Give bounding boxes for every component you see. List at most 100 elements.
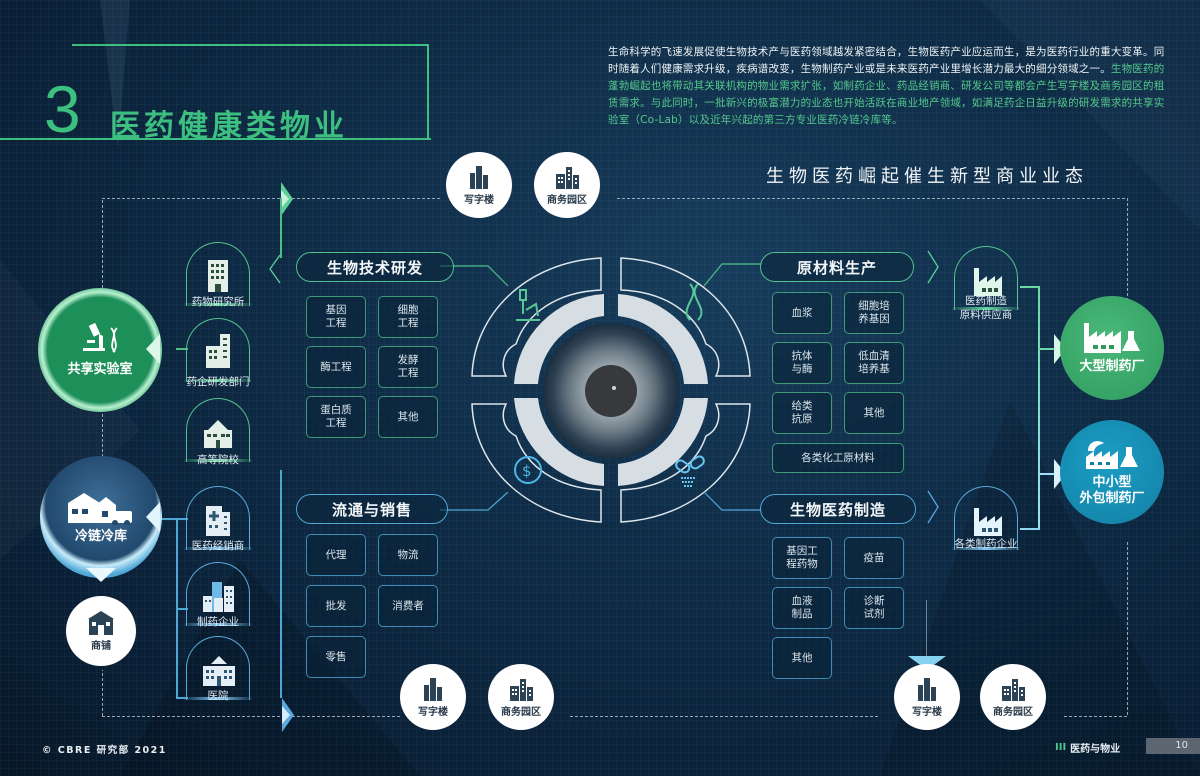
shared-lab-label: 共享实验室 <box>67 362 133 377</box>
dollar-cycle-icon: $ <box>514 456 542 484</box>
frame-line-left-bottom <box>102 670 103 716</box>
office-building-circle[interactable]: 写字楼 <box>894 664 960 730</box>
arrow-left-outline-icon <box>269 254 281 284</box>
rd-item: 发酵 工程 <box>378 346 438 388</box>
frame-line-bottom-right <box>1064 716 1128 717</box>
rd-item: 蛋白质 工程 <box>306 396 366 438</box>
frame-line-left-mid <box>102 395 103 457</box>
arrow-down-icon <box>86 568 116 582</box>
cold-chain-label: 冷链冷库 <box>74 529 127 544</box>
connector-line <box>280 198 282 258</box>
title-frame <box>72 44 429 140</box>
arrow-left-icon <box>146 334 160 364</box>
shared-lab-circle[interactable]: 共享实验室 <box>38 288 162 412</box>
title-frame-underline <box>0 138 431 140</box>
business-park-icon <box>1002 678 1025 701</box>
connector-line <box>703 263 762 287</box>
large-pharma-label: 大型制药厂 <box>1079 359 1145 374</box>
rd-item: 基因 工程 <box>306 296 366 338</box>
microscope-dna-icon <box>83 322 118 353</box>
arrow-right-icon <box>281 182 293 216</box>
materials-item: 低血清 培养基 <box>844 342 904 384</box>
research-institute-dome[interactable] <box>184 242 252 306</box>
frame-line-bottom-left <box>102 716 400 717</box>
business-park-icon <box>556 166 579 189</box>
materials-heading: 原材料生产 <box>760 252 914 282</box>
connector-line <box>440 492 509 511</box>
rd-item: 其他 <box>378 396 438 438</box>
business-park-circle[interactable]: 商务园区 <box>488 664 554 730</box>
materials-item-wide: 各类化工原材料 <box>772 443 904 473</box>
pharma-companies-dome[interactable] <box>952 486 1020 550</box>
university-label: 高等院校 <box>197 454 239 466</box>
materials-item: 血浆 <box>772 292 832 334</box>
pills-icon <box>675 455 705 487</box>
office-label: 写字楼 <box>912 706 942 718</box>
connector-line <box>440 265 509 287</box>
pharma-distributor-label: 医药经销商 <box>191 540 245 552</box>
business-park-circle[interactable]: 商务园区 <box>534 152 600 218</box>
office-label: 写字楼 <box>418 706 448 718</box>
connector-line <box>176 697 188 699</box>
distribution-item: 批发 <box>306 585 366 627</box>
distribution-heading: 流通与销售 <box>296 494 448 524</box>
business-park-icon <box>510 678 533 701</box>
connector-line <box>926 600 927 658</box>
intro-text-green: 生物医药的蓬勃崛起也将带动其关联机构的物业需求扩张，如制药企业、药品经销商、研发… <box>608 63 1165 126</box>
connector-line <box>1038 286 1040 530</box>
shop-circle[interactable]: 商铺 <box>66 596 136 666</box>
hospital-dome[interactable] <box>184 636 252 700</box>
arrow-right-outline-icon <box>927 250 939 284</box>
distribution-item: 消费者 <box>378 585 438 627</box>
frame-line-left-top <box>102 198 103 298</box>
small-pharma-circle[interactable]: 中小型 外包制药厂 <box>1060 420 1164 524</box>
rd-heading: 生物技术研发 <box>296 252 454 282</box>
arrow-left-icon <box>146 502 160 532</box>
page-title: 医药健康类物业 <box>110 109 348 144</box>
business-park-label: 商务园区 <box>547 194 587 206</box>
manufacturing-item: 疫苗 <box>844 537 904 579</box>
office-tower-icon <box>918 677 936 701</box>
connector-line <box>280 470 282 698</box>
connector-line <box>160 518 188 520</box>
research-institute-label: 药物研究所 <box>191 296 245 308</box>
factory-flask-icon <box>1086 441 1138 469</box>
frame-line-bottom-mid <box>570 716 880 717</box>
business-park-label: 商务园区 <box>993 706 1033 718</box>
frame-line-top-left <box>102 198 442 199</box>
section-footer: III 医药与物业 <box>1055 740 1120 755</box>
university-dome[interactable] <box>184 398 252 462</box>
rd-item: 细胞 工程 <box>378 296 438 338</box>
manufacturing-item: 其他 <box>772 637 832 679</box>
section-name: 医药与物业 <box>1070 744 1121 755</box>
raw-material-supplier-dome[interactable] <box>952 246 1020 310</box>
shop-icon <box>88 610 114 635</box>
raw-material-supplier-label: 医药制造 原料供应商 <box>959 295 1013 321</box>
business-park-circle[interactable]: 商务园区 <box>980 664 1046 730</box>
materials-item: 其他 <box>844 392 904 434</box>
pharma-distributor-dome[interactable] <box>184 486 252 550</box>
arrow-right-outline-icon <box>927 490 939 524</box>
warehouse-truck-icon <box>68 493 132 525</box>
connector-line <box>176 348 188 350</box>
hospital-label: 医院 <box>207 690 229 702</box>
dna-icon <box>685 283 703 321</box>
central-quadrant-ring: $ <box>471 257 751 523</box>
cold-chain-circle[interactable]: 冷链冷库 <box>40 456 162 578</box>
building-icon <box>208 260 228 292</box>
distribution-item: 物流 <box>378 534 438 576</box>
factory-icon <box>974 268 1002 296</box>
hospital-icon <box>203 656 235 686</box>
large-pharma-circle[interactable]: 大型制药厂 <box>1060 296 1164 400</box>
frame-line-right-top <box>1127 198 1128 326</box>
office-buildings-icon <box>206 334 230 368</box>
office-building-circle[interactable]: 写字楼 <box>446 152 512 218</box>
pharma-rd-dept-dome[interactable] <box>184 318 252 382</box>
office-tower-icon <box>424 677 442 701</box>
business-park-label: 商务园区 <box>501 706 541 718</box>
pharma-company-dome[interactable] <box>184 562 252 626</box>
office-building-circle[interactable]: 写字楼 <box>400 664 466 730</box>
pharma-rd-dept-label: 药企研发部门 <box>186 376 250 388</box>
connector-line <box>1038 473 1058 475</box>
shop-label: 商铺 <box>91 640 111 652</box>
